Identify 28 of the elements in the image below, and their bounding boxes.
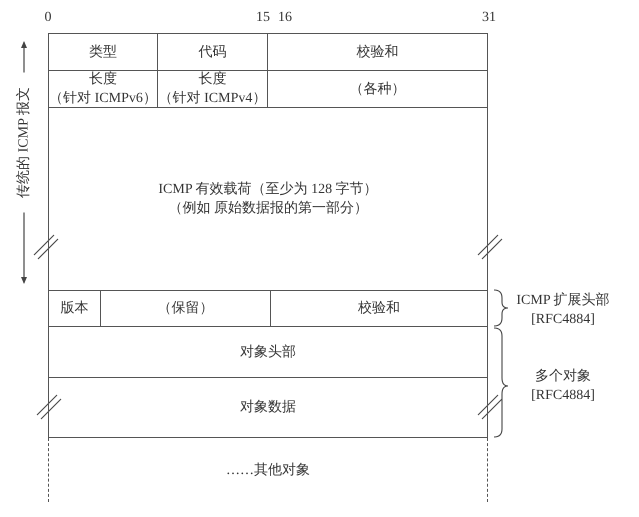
field-cell: [267, 33, 488, 71]
field-label: 长度: [89, 70, 117, 89]
open-area: [48, 438, 488, 502]
field-label: ……其他对象: [226, 462, 310, 480]
field-label: （针对 ICMPv4）: [158, 90, 266, 108]
field-label: 类型: [89, 44, 117, 62]
bracket-label: ICMP 扩展头部 [RFC4884]: [515, 291, 611, 329]
field-label: 校验和: [358, 300, 400, 318]
field-label: （针对 ICMPv6）: [49, 90, 157, 108]
bit-number: 31: [481, 9, 497, 27]
field-label: 对象数据: [240, 398, 296, 417]
field-label: （保留）: [158, 300, 214, 318]
payload-area: [48, 107, 488, 291]
bit-number: 16: [277, 9, 293, 27]
field-label: （例如 原始数据报的第一部分）: [168, 200, 368, 218]
field-label: 版本: [60, 300, 88, 318]
field-cell: [48, 326, 488, 378]
bit-number: 0: [44, 9, 52, 27]
field-cell: [48, 377, 488, 438]
bit-number: 15: [255, 9, 271, 27]
field-cell: [48, 33, 158, 71]
field-label: 长度: [198, 70, 226, 89]
field-label: 对象头部: [240, 344, 296, 362]
field-label: 代码: [198, 44, 226, 62]
field-label: 校验和: [356, 44, 398, 62]
bracket-label: 多个对象 [RFC4884]: [530, 368, 596, 405]
field-label: （各种）: [350, 80, 406, 98]
field-label: ICMP 有效载荷（至少为 128 字节）: [158, 180, 378, 199]
